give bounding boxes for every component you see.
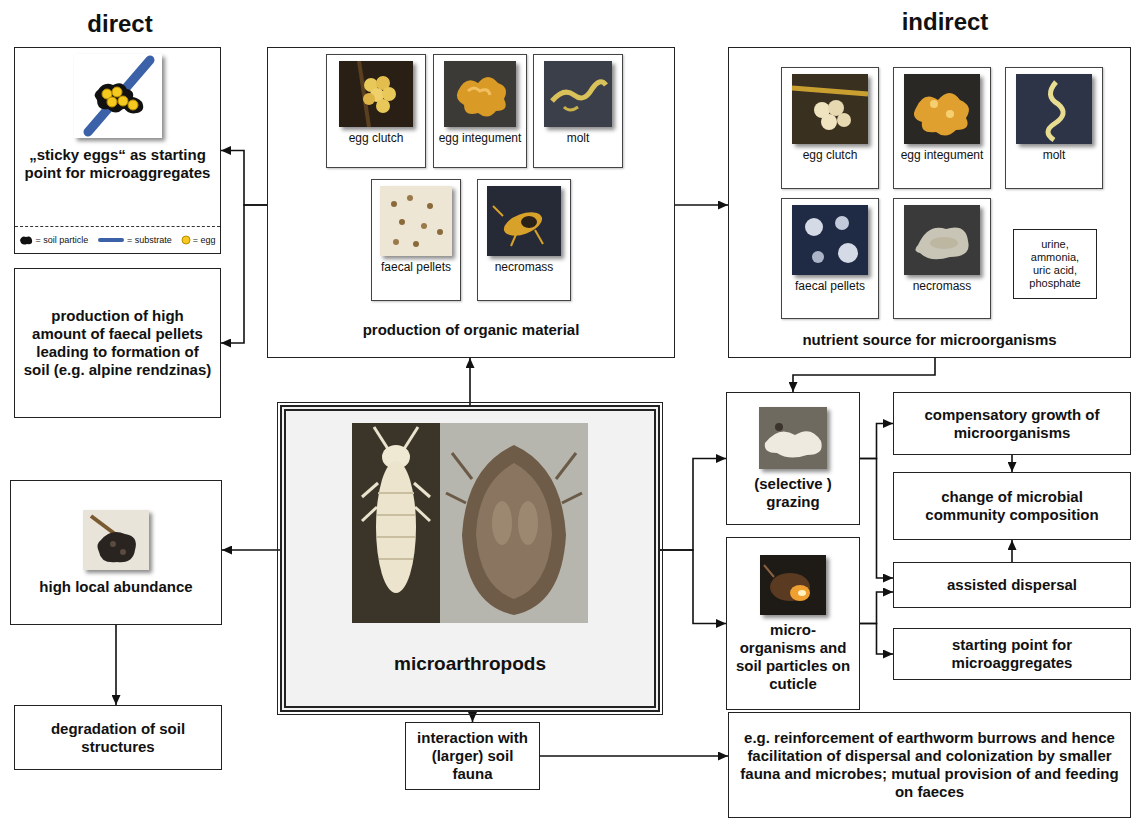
connector-arrow xyxy=(540,755,728,757)
process-box: interaction with (larger) soil fauna xyxy=(405,722,540,790)
tile-caption: molt xyxy=(1043,149,1066,163)
connector-arrow xyxy=(472,712,474,722)
box-text: degradation of soil structures xyxy=(23,720,213,756)
process-box: compensatory growth of microorganisms xyxy=(893,392,1131,455)
connector-arrow xyxy=(675,204,728,206)
box-text: assisted dispersal xyxy=(947,576,1077,594)
photo-aggregation xyxy=(83,510,149,570)
photo-tile: molt xyxy=(1005,67,1103,189)
legend-text: = egg xyxy=(193,235,216,245)
box-text: microarthropods xyxy=(394,653,546,676)
box-text: high local abundance xyxy=(39,578,192,596)
tile-caption: faecal pellets xyxy=(795,280,865,294)
box-text: urine, ammonia, uric acid, phosphate xyxy=(1022,238,1088,291)
box-text: nutrient source for microorganisms xyxy=(735,331,1124,349)
box-text: „sticky eggs“ as starting point for micr… xyxy=(23,146,212,182)
connector-arrow xyxy=(860,624,893,655)
legend-entry: = substrate xyxy=(97,235,172,245)
connector-arrow xyxy=(115,625,117,705)
process-box: starting point for microaggregates xyxy=(893,628,1131,680)
tile-caption: egg clutch xyxy=(803,149,858,163)
box-text: micro-organisms and soil particles on cu… xyxy=(735,621,851,693)
process-box: high local abundance xyxy=(10,480,222,625)
photo-tile: necromass xyxy=(477,179,571,301)
photo-tile: egg clutch xyxy=(781,67,879,189)
photo-tile: necromass xyxy=(893,198,991,319)
text-box: urine, ammonia, uric acid, phosphate xyxy=(1013,229,1097,299)
photo-faecal-pellets xyxy=(792,205,868,275)
photo-tile: faecal pellets xyxy=(371,179,461,301)
sticky-egg-icon xyxy=(74,54,162,138)
process-box: e.g. reinforcement of earthworm burrows … xyxy=(728,712,1131,818)
egg-sample xyxy=(181,235,191,245)
legend-text: = substrate xyxy=(127,235,172,245)
tile-caption: egg clutch xyxy=(349,132,404,146)
connector-arrow xyxy=(793,358,935,392)
photo-cuticle xyxy=(760,555,826,615)
connector-arrow xyxy=(1011,540,1013,562)
tile-caption: faecal pellets xyxy=(381,261,451,275)
process-box: (selective ) grazing xyxy=(726,392,860,525)
photo-egg-clutch xyxy=(339,61,413,127)
tile-caption: necromass xyxy=(495,261,554,275)
box-text: (selective ) grazing xyxy=(735,475,851,511)
connector-arrow xyxy=(860,459,893,579)
box-text: interaction with (larger) soil fauna xyxy=(414,729,531,783)
tile-caption: egg integument xyxy=(901,149,984,163)
soil-particle-sample xyxy=(19,235,33,245)
photo-egg-integument xyxy=(444,61,516,127)
box-text: e.g. reinforcement of earthworm burrows … xyxy=(737,729,1122,801)
process-box: „sticky eggs“ as starting point for micr… xyxy=(14,47,221,254)
group-box: production of organic material egg clutc… xyxy=(267,47,675,358)
column-heading: indirect xyxy=(865,8,1025,36)
photo-necromass xyxy=(904,205,980,275)
box-text: change of microbial community compositio… xyxy=(902,488,1122,524)
connector-arrow xyxy=(860,592,893,624)
legend-entry: = egg xyxy=(181,235,216,245)
box-text: starting point for microaggregates xyxy=(902,636,1122,672)
substrate-sample xyxy=(97,237,125,243)
legend-text: = soil particle xyxy=(35,235,88,245)
photo-egg-integument xyxy=(904,74,980,144)
process-box: assisted dispersal xyxy=(893,562,1131,608)
connector-arrow xyxy=(860,424,893,459)
photo-tile: egg clutch xyxy=(326,54,426,168)
central-box: microarthropods xyxy=(280,405,660,712)
legend-entry: = soil particle xyxy=(19,235,88,245)
process-box: production of high amount of faecal pell… xyxy=(14,268,221,418)
connector-arrow xyxy=(660,550,726,624)
connector-arrow xyxy=(221,205,267,343)
connector-arrow xyxy=(222,549,280,551)
box-text: compensatory growth of microorganisms xyxy=(902,406,1122,442)
tile-caption: egg integument xyxy=(439,132,522,146)
photo-tile: molt xyxy=(533,54,623,168)
connector-arrow xyxy=(469,358,471,405)
photo-molt xyxy=(1016,74,1092,144)
photo-necromass xyxy=(487,186,561,256)
process-box: change of microbial community compositio… xyxy=(893,472,1131,540)
process-box: micro-organisms and soil particles on cu… xyxy=(726,537,860,710)
photo-egg-clutch xyxy=(792,74,868,144)
microarthropod-photos xyxy=(352,423,588,623)
legend: = soil particle = substrate = egg xyxy=(15,226,220,253)
process-box: degradation of soil structures xyxy=(14,705,222,770)
connector-arrow xyxy=(660,459,726,551)
photo-tile: egg integument xyxy=(893,67,991,189)
photo-tile: egg integument xyxy=(433,54,527,168)
connector-arrow xyxy=(221,151,267,206)
connector-arrow xyxy=(1011,455,1013,472)
group-box: nutrient source for microorganisms egg c… xyxy=(728,47,1131,358)
photo-tile: faecal pellets xyxy=(781,198,879,319)
tile-caption: necromass xyxy=(913,280,972,294)
box-text: production of organic material xyxy=(274,321,668,339)
column-heading: direct xyxy=(40,10,200,38)
tile-caption: molt xyxy=(567,132,590,146)
photo-grazing xyxy=(759,407,827,469)
photo-molt xyxy=(544,61,612,127)
photo-faecal-pellets xyxy=(380,186,452,256)
box-text: production of high amount of faecal pell… xyxy=(23,307,212,379)
